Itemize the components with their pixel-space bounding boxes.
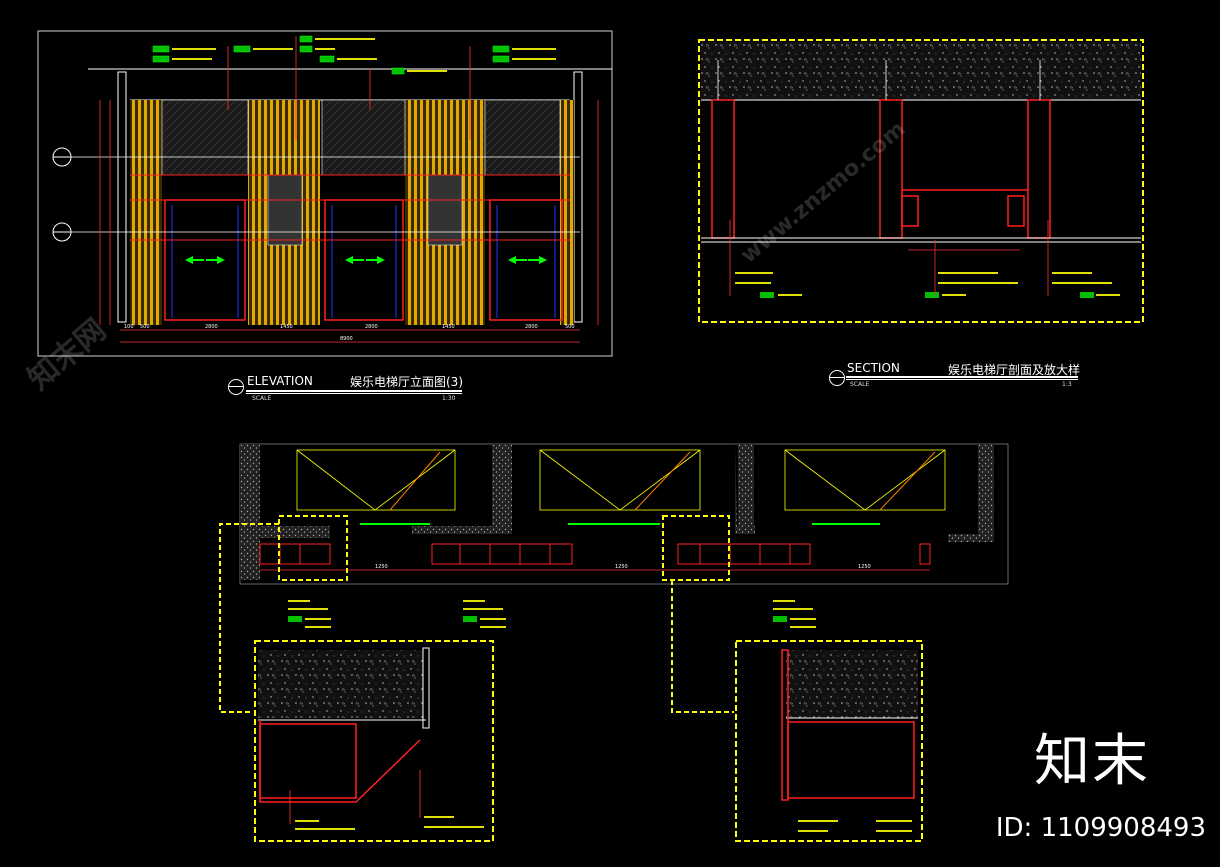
plan-drawing: 1250 1250 1250 [219,443,1009,713]
section-drawing [698,39,1144,323]
elevation-scale-value: 1:30 [442,395,456,402]
elevation-title-rule-2 [246,393,462,394]
plan-dim-3: 1250 [858,564,871,570]
plan-dim-1: 1250 [375,564,388,570]
section-scale-label: SCALE [850,381,870,388]
watermark-logo: 知末 [1034,729,1150,794]
elevation-scale-label: SCALE [252,395,272,402]
elevation-title-en: ELEVATION [247,374,313,388]
detail-drawing-left [254,640,494,842]
elev-dim-total: 8900 [340,336,353,342]
section-title-rule-2 [846,379,1078,380]
elev-dim-3: 2800 [205,324,218,330]
section-scale-value: 1:3 [1062,381,1072,388]
elev-dim-1: 100 [124,324,134,330]
elev-dim-5: 2800 [365,324,378,330]
elev-dim-8: 500 [565,324,575,330]
detail-drawing-right [735,640,923,842]
section-title-en: SECTION [847,361,900,375]
elev-dim-6: 1450 [442,324,455,330]
elevation-title-rule [246,390,462,392]
section-title-cn: 娱乐电梯厅剖面及放大样 [948,363,1081,377]
elev-dim-7: 2800 [525,324,538,330]
section-title-rule [846,376,1078,378]
elev-dim-4: 1450 [280,324,293,330]
watermark-id: ID: 1109908493 [995,813,1206,843]
plan-dim-2: 1250 [615,564,628,570]
section-title-bubble [829,370,845,386]
elevation-drawing: 100 500 2800 1450 2800 1450 2800 500 890… [37,30,613,357]
elevation-title-bubble [228,379,244,395]
elev-dim-2: 500 [140,324,150,330]
elevation-title-cn: 娱乐电梯厅立面图(3) [350,375,463,389]
